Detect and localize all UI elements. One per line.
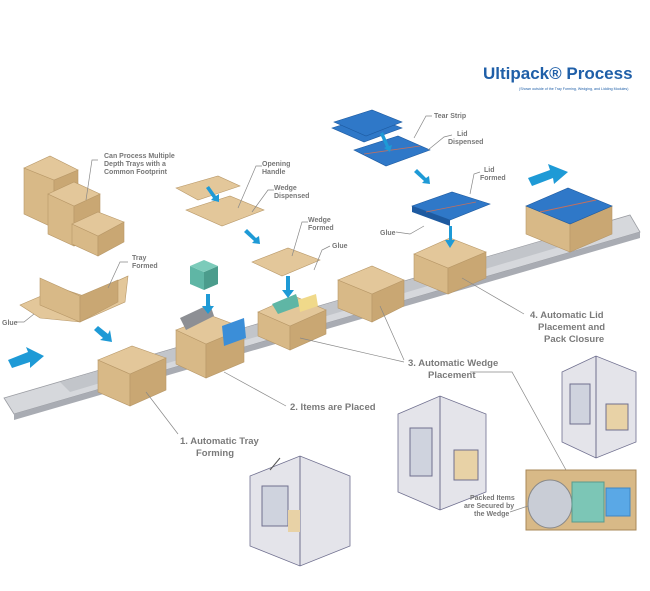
output-arrow-icon — [528, 164, 568, 186]
flow-arrow-icon — [414, 169, 430, 184]
box-finished — [525, 187, 613, 253]
callout-glue-wedge: Glue — [332, 243, 348, 250]
step-2-label: 2. Items are Placed — [290, 402, 376, 413]
callout-glue-tray: Glue — [2, 320, 18, 327]
flow-arrow-icon — [202, 294, 214, 314]
tray-being-formed — [19, 275, 129, 323]
diagram-title: Ultipack® Process — [483, 64, 633, 83]
callout-tear-strip: Tear Strip — [434, 113, 466, 120]
wedge-module-machine — [397, 395, 487, 511]
flow-arrow-icon — [380, 132, 392, 152]
flow-arrow-icon — [206, 186, 219, 202]
box-closed — [337, 265, 405, 323]
diagram-subtitle: (Shown outside of the Tray Forming, Wedg… — [519, 87, 628, 91]
flow-arrow-icon — [94, 326, 112, 342]
flow-arrow-icon — [244, 229, 260, 244]
box-lid-closure — [413, 237, 487, 295]
wedge-stack — [175, 175, 321, 277]
box-wedge-placed — [257, 294, 327, 351]
tray-forming-machine — [249, 455, 351, 567]
box-tray-formed — [97, 345, 167, 407]
flow-arrow-icon — [282, 276, 294, 298]
box-items-placed — [175, 304, 246, 379]
lid-module-machine — [561, 355, 637, 459]
multi-depth-trays — [23, 155, 125, 257]
callout-glue-lid: Glue — [380, 230, 396, 237]
lid-stack — [331, 109, 491, 226]
packed-items-inset — [525, 469, 637, 531]
item-green-cube — [190, 260, 218, 290]
input-arrow-icon — [8, 347, 44, 368]
flow-arrow-icon — [445, 226, 455, 248]
